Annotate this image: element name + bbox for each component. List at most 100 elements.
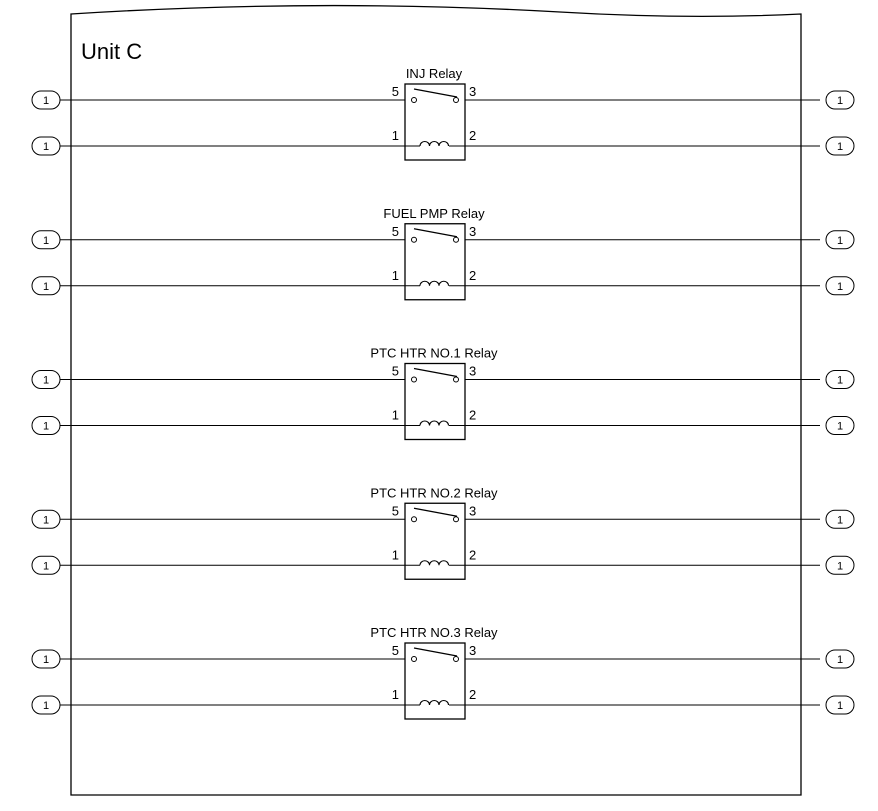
connector-number: 1 (43, 654, 49, 666)
pin-number: 3 (469, 84, 476, 99)
connector-outline (31, 416, 61, 435)
relay-name: PTC HTR NO.1 Relay (370, 346, 498, 361)
relay-box (404, 362, 466, 441)
pin-number: 2 (469, 687, 476, 702)
connector-badge: 1 (825, 509, 855, 529)
connector-outline (31, 136, 61, 156)
connector-badge: 1 (31, 230, 61, 250)
connector-number: 1 (837, 514, 843, 526)
connector-badge: 1 (825, 695, 855, 715)
pin-number: 3 (469, 643, 476, 658)
connector-badge: 1 (825, 90, 855, 110)
pin-number: 5 (392, 84, 399, 99)
connector-outline (825, 649, 855, 669)
connector-outline (825, 695, 855, 715)
switch-blade (413, 647, 458, 657)
connector-number: 1 (43, 514, 49, 526)
connector-number: 1 (837, 421, 843, 433)
relay-box (404, 502, 466, 580)
connector-outline (825, 90, 855, 110)
connector-badge: 1 (31, 555, 61, 575)
connector-badge: 1 (31, 649, 61, 669)
connector-number: 1 (43, 281, 49, 293)
pin-number: 5 (392, 364, 399, 379)
switch-contact-right (453, 516, 459, 523)
switch-contact-right (453, 656, 459, 662)
switch-blade (413, 228, 458, 238)
pin-number: 2 (469, 268, 476, 283)
connector-number: 1 (837, 700, 843, 712)
connector-outline (825, 276, 855, 296)
connector-number: 1 (837, 141, 843, 153)
connector-number: 1 (43, 141, 49, 153)
connector-badge: 1 (825, 136, 855, 156)
connector-badge: 1 (825, 649, 855, 669)
connector-outline (31, 509, 61, 529)
pin-number: 1 (392, 687, 399, 702)
switch-blade (413, 507, 458, 517)
pin-number: 1 (392, 268, 399, 283)
connector-number: 1 (43, 95, 49, 107)
connector-badge: 1 (31, 695, 61, 715)
connector-outline (31, 90, 61, 110)
connector-outline (31, 695, 61, 715)
connector-outline (825, 509, 855, 529)
coil-symbol (419, 700, 450, 706)
connector-number: 1 (43, 700, 49, 712)
pin-number: 1 (392, 408, 399, 423)
connector-badge: 1 (31, 136, 61, 156)
connector-badge: 1 (31, 509, 61, 529)
coil-symbol (419, 280, 450, 286)
relay-box (404, 223, 466, 301)
switch-contact-left (411, 656, 417, 662)
relay-name: PTC HTR NO.2 Relay (370, 485, 498, 500)
pin-number: 3 (469, 224, 476, 239)
connector-number: 1 (837, 375, 843, 387)
pin-number: 1 (392, 547, 399, 562)
connector-outline (31, 649, 61, 669)
pin-number: 5 (392, 643, 399, 658)
pin-number: 2 (469, 547, 476, 562)
connector-number: 1 (837, 560, 843, 572)
switch-contact-right (453, 236, 459, 243)
unit-box: Unit C (70, 4, 802, 796)
connector-outline (825, 416, 855, 435)
relay-name: FUEL PMP Relay (383, 206, 485, 221)
switch-contact-left (411, 97, 417, 103)
coil-symbol (419, 420, 450, 426)
pin-number: 5 (392, 503, 399, 518)
connector-number: 1 (837, 95, 843, 107)
connector-number: 1 (837, 654, 843, 666)
connector-badge: 1 (31, 370, 61, 389)
relay-name: INJ Relay (406, 66, 463, 81)
connector-outline (825, 370, 855, 389)
switch-contact-left (411, 236, 417, 243)
connector-badge: 1 (31, 276, 61, 296)
switch-blade (413, 367, 458, 378)
switch-blade (413, 88, 458, 98)
connector-number: 1 (43, 235, 49, 247)
coil-symbol (419, 560, 450, 566)
connector-outline (31, 230, 61, 250)
coil-symbol (419, 141, 450, 147)
connector-badge: 1 (825, 276, 855, 296)
connector-number: 1 (43, 375, 49, 387)
connector-outline (825, 136, 855, 156)
pin-number: 5 (392, 224, 399, 239)
pin-number: 2 (469, 128, 476, 143)
connector-number: 1 (837, 281, 843, 293)
relay-box (404, 83, 466, 161)
connector-badge: 1 (31, 90, 61, 110)
pin-number: 1 (392, 128, 399, 143)
switch-contact-right (453, 376, 459, 383)
pin-number: 3 (469, 364, 476, 379)
connector-outline (31, 370, 61, 389)
relay-block: INJ Relay 5 3 1 2 1 1 1 1 (31, 66, 855, 161)
switch-contact-right (453, 97, 459, 103)
